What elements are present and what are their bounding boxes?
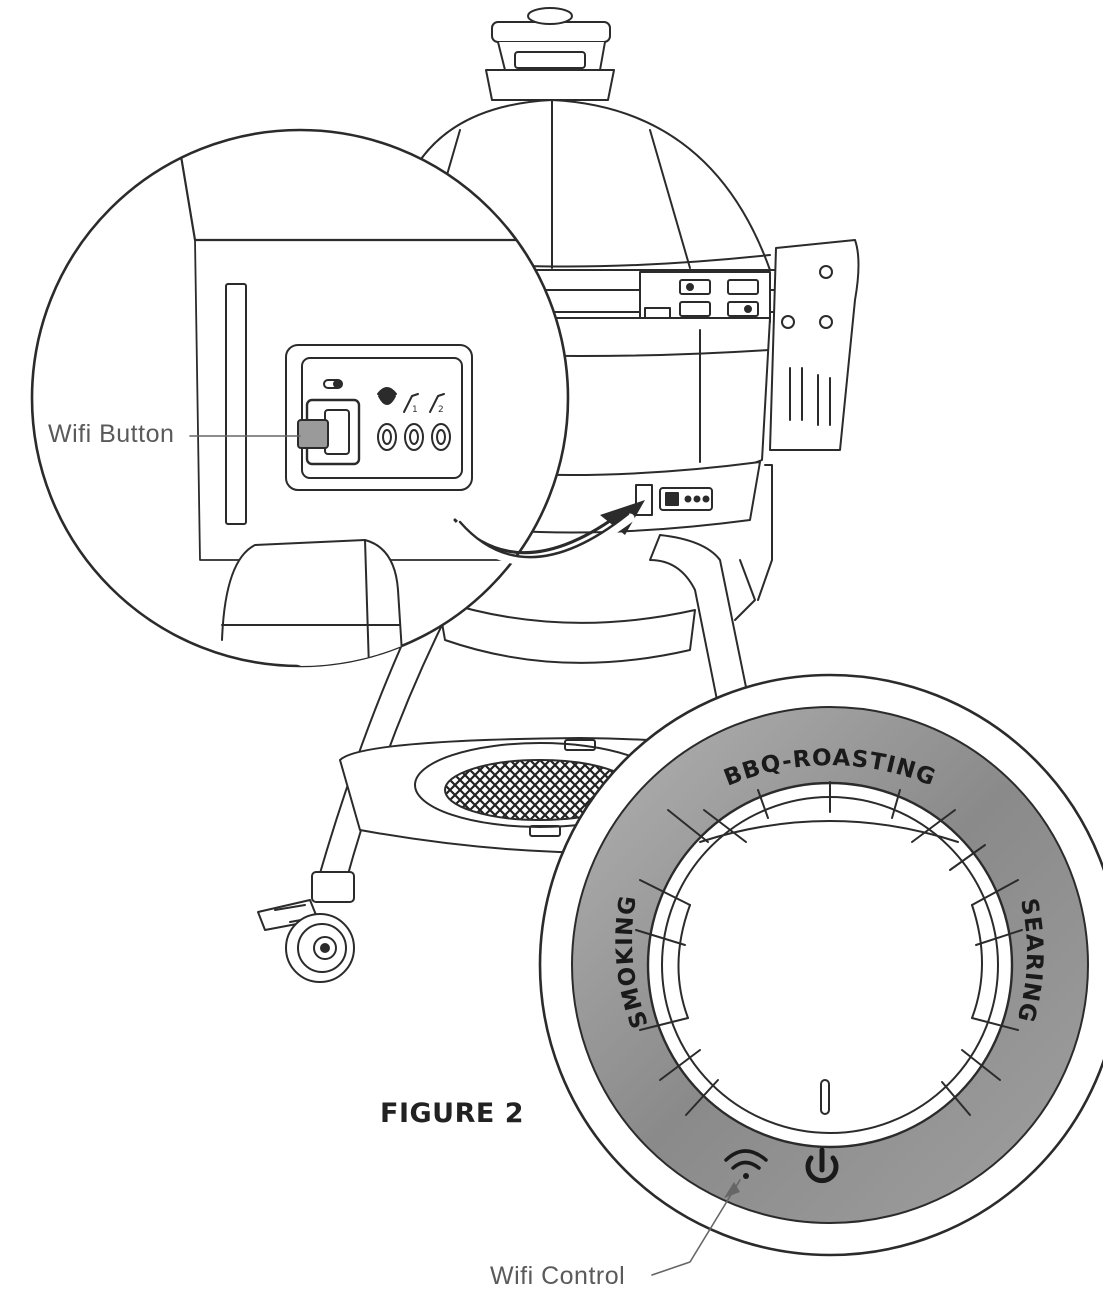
wifi-control-label: Wifi Control: [490, 1262, 626, 1290]
zoom-detail-circle: 1 2: [30, 128, 645, 668]
probe-1-icon: [403, 393, 419, 413]
acorn-icon: [377, 387, 397, 405]
wifi-icon[interactable]: [724, 1149, 768, 1179]
figure-caption: FIGURE 2: [380, 1098, 524, 1129]
side-shelf-bracket: [769, 239, 860, 451]
wifi-control-leader: [651, 1179, 741, 1276]
button-number-2: 2: [438, 405, 444, 415]
hinge-hardware: [639, 271, 771, 323]
round-button-probe-1[interactable]: [404, 423, 424, 451]
probe-2-icon: [429, 393, 445, 413]
round-button-probe-2[interactable]: [431, 423, 451, 451]
button-number-1: 1: [412, 405, 418, 415]
dial-detail-circle: [538, 673, 1103, 1257]
wifi-button-label: Wifi Button: [48, 420, 175, 448]
top-vent-cap: [485, 7, 615, 101]
power-icon[interactable]: [805, 1147, 839, 1184]
wifi-slider-icon: [323, 379, 343, 389]
round-button-acorn[interactable]: [377, 423, 397, 451]
caster-wheel: [257, 871, 355, 983]
